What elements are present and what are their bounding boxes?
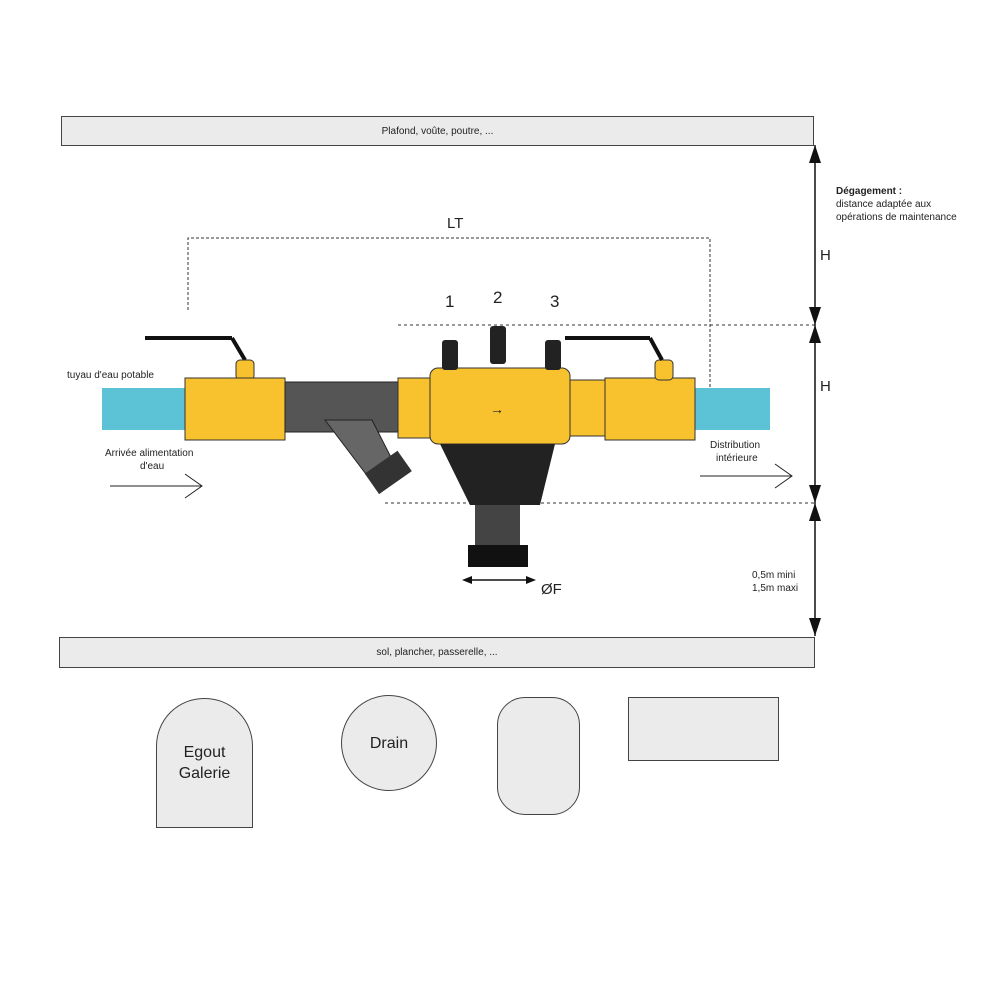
outlet-ball-valve <box>604 377 696 441</box>
floor-min-label: 0,5m mini <box>752 570 796 581</box>
outlet-pipe <box>690 388 770 430</box>
inlet-label-line1: Arrivée alimentation <box>105 448 194 459</box>
relief-valve <box>440 444 555 505</box>
svg-text:→: → <box>490 401 504 417</box>
lt-label: LT <box>447 215 464 232</box>
test-cocks <box>442 326 561 370</box>
ceiling-bar: Plafond, voûte, poutre, ... <box>61 116 814 146</box>
flow-arrows <box>110 463 793 499</box>
clearance-line2: opérations de maintenance <box>836 212 957 223</box>
inlet-ball-valve <box>184 377 286 441</box>
floor-bar: sol, plancher, passerelle, ... <box>59 637 815 668</box>
arrowheads <box>809 145 821 636</box>
test-point-2: 2 <box>493 288 503 307</box>
h-top-label: H <box>820 247 831 264</box>
clearance-title: Dégagement : <box>836 186 903 197</box>
lt-dimension-line <box>187 237 711 390</box>
diameter-label: ØF <box>541 581 562 598</box>
rectangular-drain-shape <box>628 697 779 761</box>
test-point-3: 3 <box>550 292 560 311</box>
gallery-label: Galerie <box>178 765 231 782</box>
pipe-label: tuyau d'eau potable <box>67 370 154 381</box>
sewer-gallery-option: Egout Galerie <box>156 698 253 828</box>
outlet-label-line2: intérieure <box>716 453 758 464</box>
drain-option: Drain <box>341 695 437 791</box>
test-point-1: 1 <box>445 292 455 311</box>
h-mid-label: H <box>820 378 831 395</box>
outlet-label-line1: Distribution <box>710 440 761 451</box>
clearance-line1: distance adaptée aux <box>836 199 932 210</box>
sewer-label: Egout <box>183 744 226 761</box>
inlet-label-line2: d'eau <box>140 461 165 472</box>
drain-label: Drain <box>369 734 409 752</box>
floor-max-label: 1,5m maxi <box>752 583 799 594</box>
rounded-drain-shape <box>497 697 580 815</box>
